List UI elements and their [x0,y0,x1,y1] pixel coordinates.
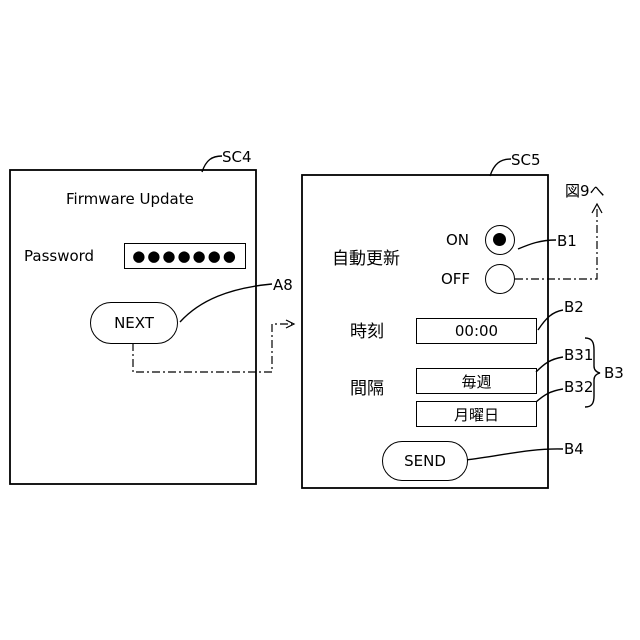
interval-value-2: 月曜日 [454,404,499,425]
ref-b1: B1 [557,234,577,249]
off-to-fig9-arrow [515,206,597,279]
ref-a8: A8 [273,278,293,293]
interval-label: 間隔 [350,381,384,398]
a8-leader [180,284,272,322]
ref-fig9: 図9へ [565,184,605,199]
on-radio-dot [493,233,506,246]
firmware-update-title: Firmware Update [66,192,194,207]
time-value: 00:00 [455,322,498,340]
sc5-leader [490,159,511,176]
ref-b32: B32 [564,380,593,395]
ref-sc5: SC5 [511,153,541,168]
b2-leader [538,310,563,330]
ref-b3: B3 [604,366,624,381]
send-button-label: SEND [404,452,446,470]
send-button[interactable]: SEND [382,441,468,481]
time-label: 時刻 [350,324,384,341]
off-label: OFF [441,272,470,287]
b1-leader [518,240,556,249]
on-label: ON [446,233,469,248]
interval-field-weekly[interactable]: 毎週 [416,368,537,394]
ref-b4: B4 [564,442,584,457]
off-radio[interactable] [485,264,515,294]
ref-b31: B31 [564,348,593,363]
password-field[interactable]: ●●●●●●● [124,243,246,269]
on-radio[interactable] [485,225,515,255]
interval-value-1: 毎週 [461,371,491,392]
ref-sc4: SC4 [222,150,252,165]
password-value: ●●●●●●● [132,247,238,265]
b31-leader [536,357,563,372]
next-button[interactable]: NEXT [90,302,178,344]
auto-update-label: 自動更新 [332,251,400,268]
b32-leader [536,389,563,402]
ref-b2: B2 [564,300,584,315]
interval-field-monday[interactable]: 月曜日 [416,401,537,427]
password-label: Password [24,249,94,264]
next-button-label: NEXT [114,314,154,332]
time-field[interactable]: 00:00 [416,318,537,344]
